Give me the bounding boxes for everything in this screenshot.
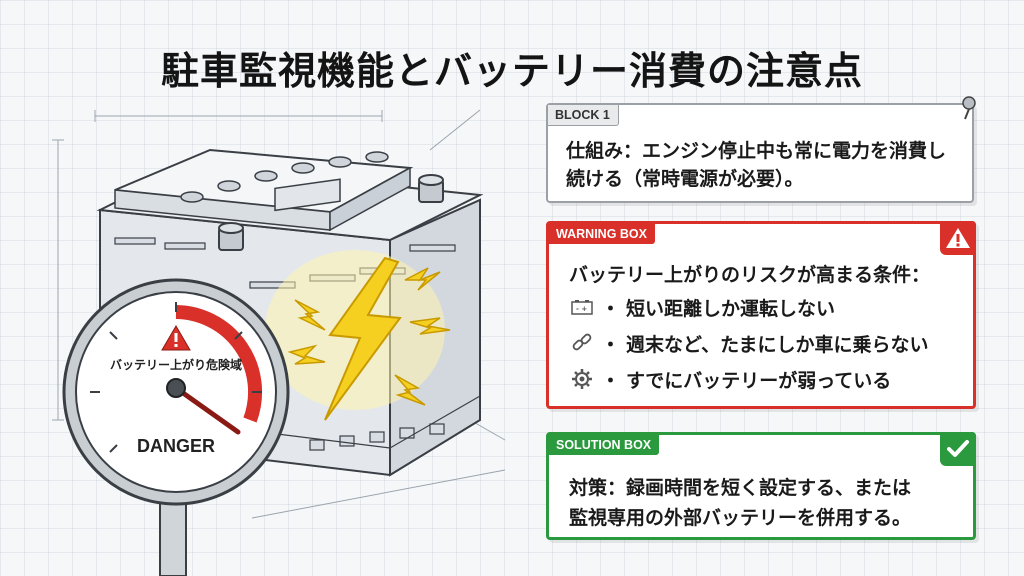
block1-card: BLOCK 1 仕組み：エンジン停止中も常に電力を消費し続ける（常時電源が必要）… [546,96,976,203]
solution-box: SOLUTION BOX 対策：録画時間を短く設定する、または 監視専用の外部バ… [546,432,976,540]
warning-heading: バッテリー上がりのリスクが高まる条件： [569,264,931,286]
solution-text-line2: 監視専用の外部バッテリーを併用する。 [569,507,912,529]
block1-tag: BLOCK 1 [548,105,619,126]
solution-corner [940,432,976,466]
warning-corner [940,221,976,255]
solution-tag: SOLUTION BOX [549,435,660,455]
bullet: ・ [601,369,621,392]
battery-gauge [62,278,290,576]
gauge-needle [173,385,241,435]
warning-item-text: 週末など、たまにしか車に乗らない [626,333,929,356]
page-title: 駐車監視機能とバッテリー消費の注意点 [160,49,863,93]
warning-box: WARNING BOX バッテリー上がりのリスクが高まる条件： - + ・ 短い… [546,221,976,409]
gauge-warning-icon [161,325,191,351]
warning-tag: WARNING BOX [549,224,655,244]
block1-text: 仕組み：エンジン停止中も常に電力を消費し続ける（常時電源が必要）。 [566,140,947,190]
checkmark-icon [947,440,969,457]
warning-item: ・ すでにバッテリーが弱っている [569,364,891,394]
pushpin-icon [962,96,976,120]
bullet: ・ [601,333,621,356]
battery-illustration [52,109,506,576]
gauge-label: バッテリー上がり危険域 [109,358,242,372]
svg-text:- +: - + [576,305,587,313]
warning-triangle-icon [946,228,970,248]
warning-item: ・ 週末など、たまにしか車に乗らない [569,328,929,358]
warning-item-text: すでにバッテリーが弱っている [626,369,892,392]
solution-text: 対策：録画時間を短く設定する、または 監視専用の外部バッテリーを併用する。 [569,473,969,533]
warning-item-text: 短い距離しか運転しない [626,297,836,320]
gear-icon [569,366,595,392]
warning-item: - + ・ 短い距離しか運転しない [569,292,835,322]
lightning-bolt-icon [265,250,451,421]
chain-link-icon [569,330,595,356]
battery-icon: - + [569,294,595,320]
gauge-danger-label: DANGER [136,436,215,456]
bullet: ・ [601,297,621,320]
solution-text-line1: 対策：録画時間を短く設定する、または [569,477,912,499]
